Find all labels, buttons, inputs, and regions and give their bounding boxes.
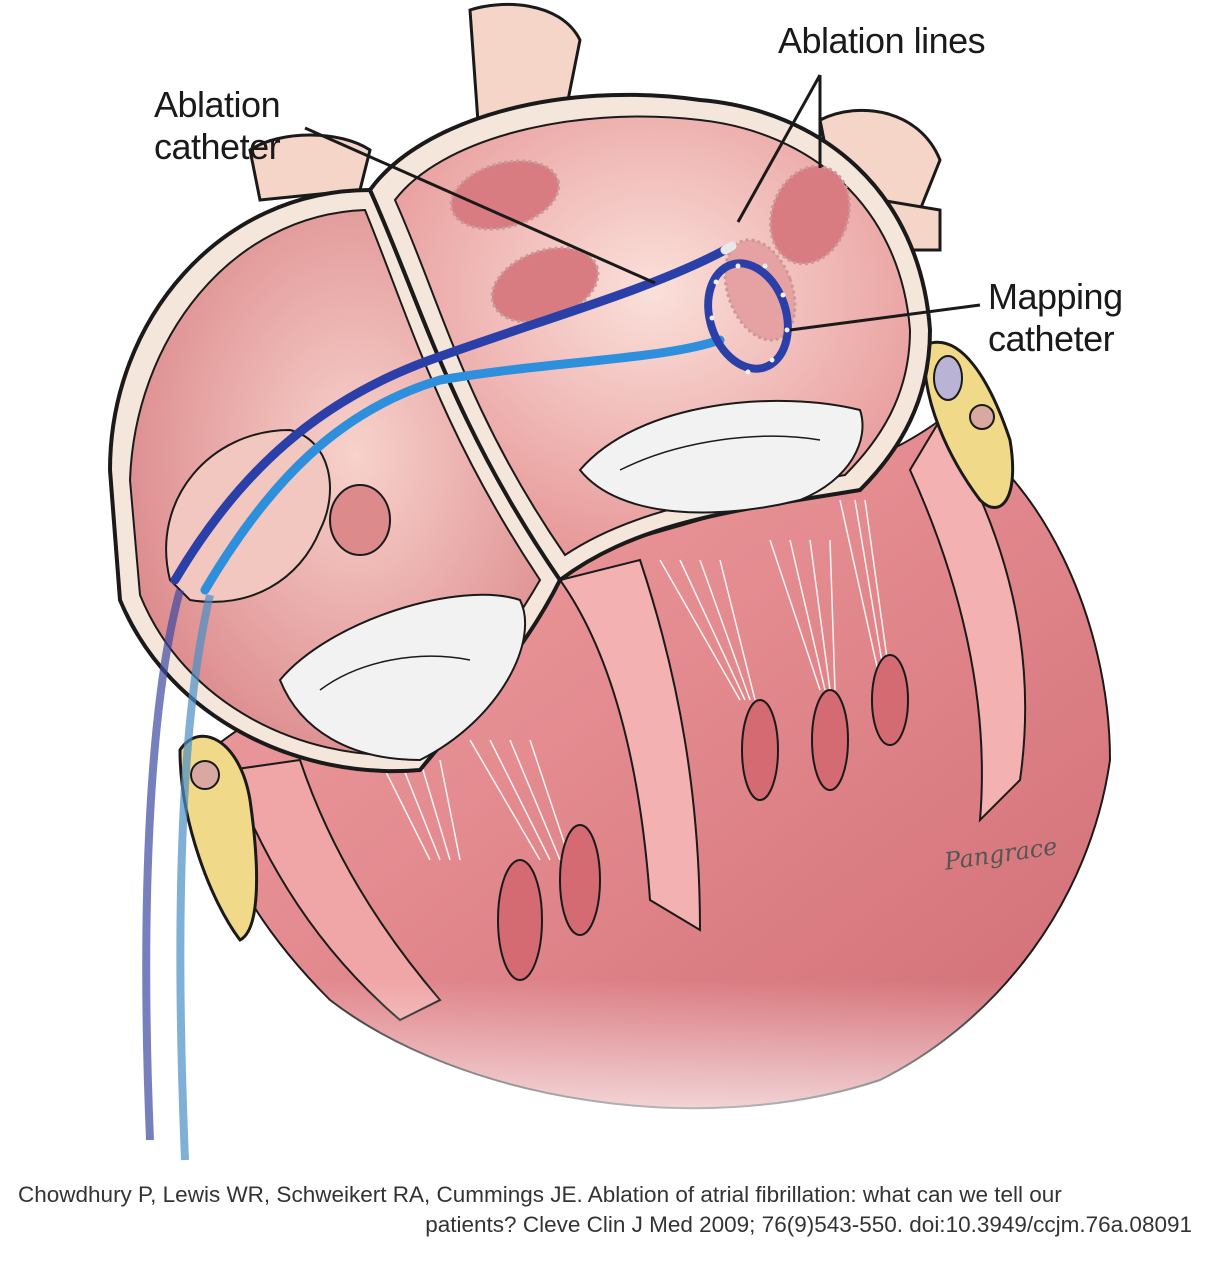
citation-line-1: Chowdhury P, Lewis WR, Schweikert RA, Cu… <box>18 1182 1062 1207</box>
ventricles <box>0 418 1216 1170</box>
label-ablation-lines: Ablation lines <box>778 20 986 62</box>
label-line: Mapping <box>988 276 1123 317</box>
mapping-catheter-loop <box>704 259 792 373</box>
label-mapping-catheter: Mapping catheter <box>988 276 1123 360</box>
label-line: Ablation <box>154 84 281 125</box>
label-line: catheter <box>988 318 1115 359</box>
catheters <box>142 241 792 1161</box>
coronary-fat-left <box>178 734 259 942</box>
heart-drawing <box>0 2 1216 1170</box>
label-ablation-catheter: Ablation catheter <box>154 84 281 168</box>
citation-line-2: patients? Cleve Clin J Med 2009; 76(9)54… <box>425 1212 1192 1237</box>
mapping-catheter <box>200 335 725 595</box>
citation: Chowdhury P, Lewis WR, Schweikert RA, Cu… <box>2 1180 1192 1240</box>
left-atrium <box>367 92 933 583</box>
label-line: Ablation lines <box>778 20 986 61</box>
coronary-fat-right <box>922 340 1015 509</box>
heart-illustration: Ablation catheter Ablation lines Mapping… <box>0 2 1216 1170</box>
leader-lines <box>304 74 981 332</box>
ablation-catheter <box>170 245 730 585</box>
label-line: catheter <box>154 126 281 167</box>
